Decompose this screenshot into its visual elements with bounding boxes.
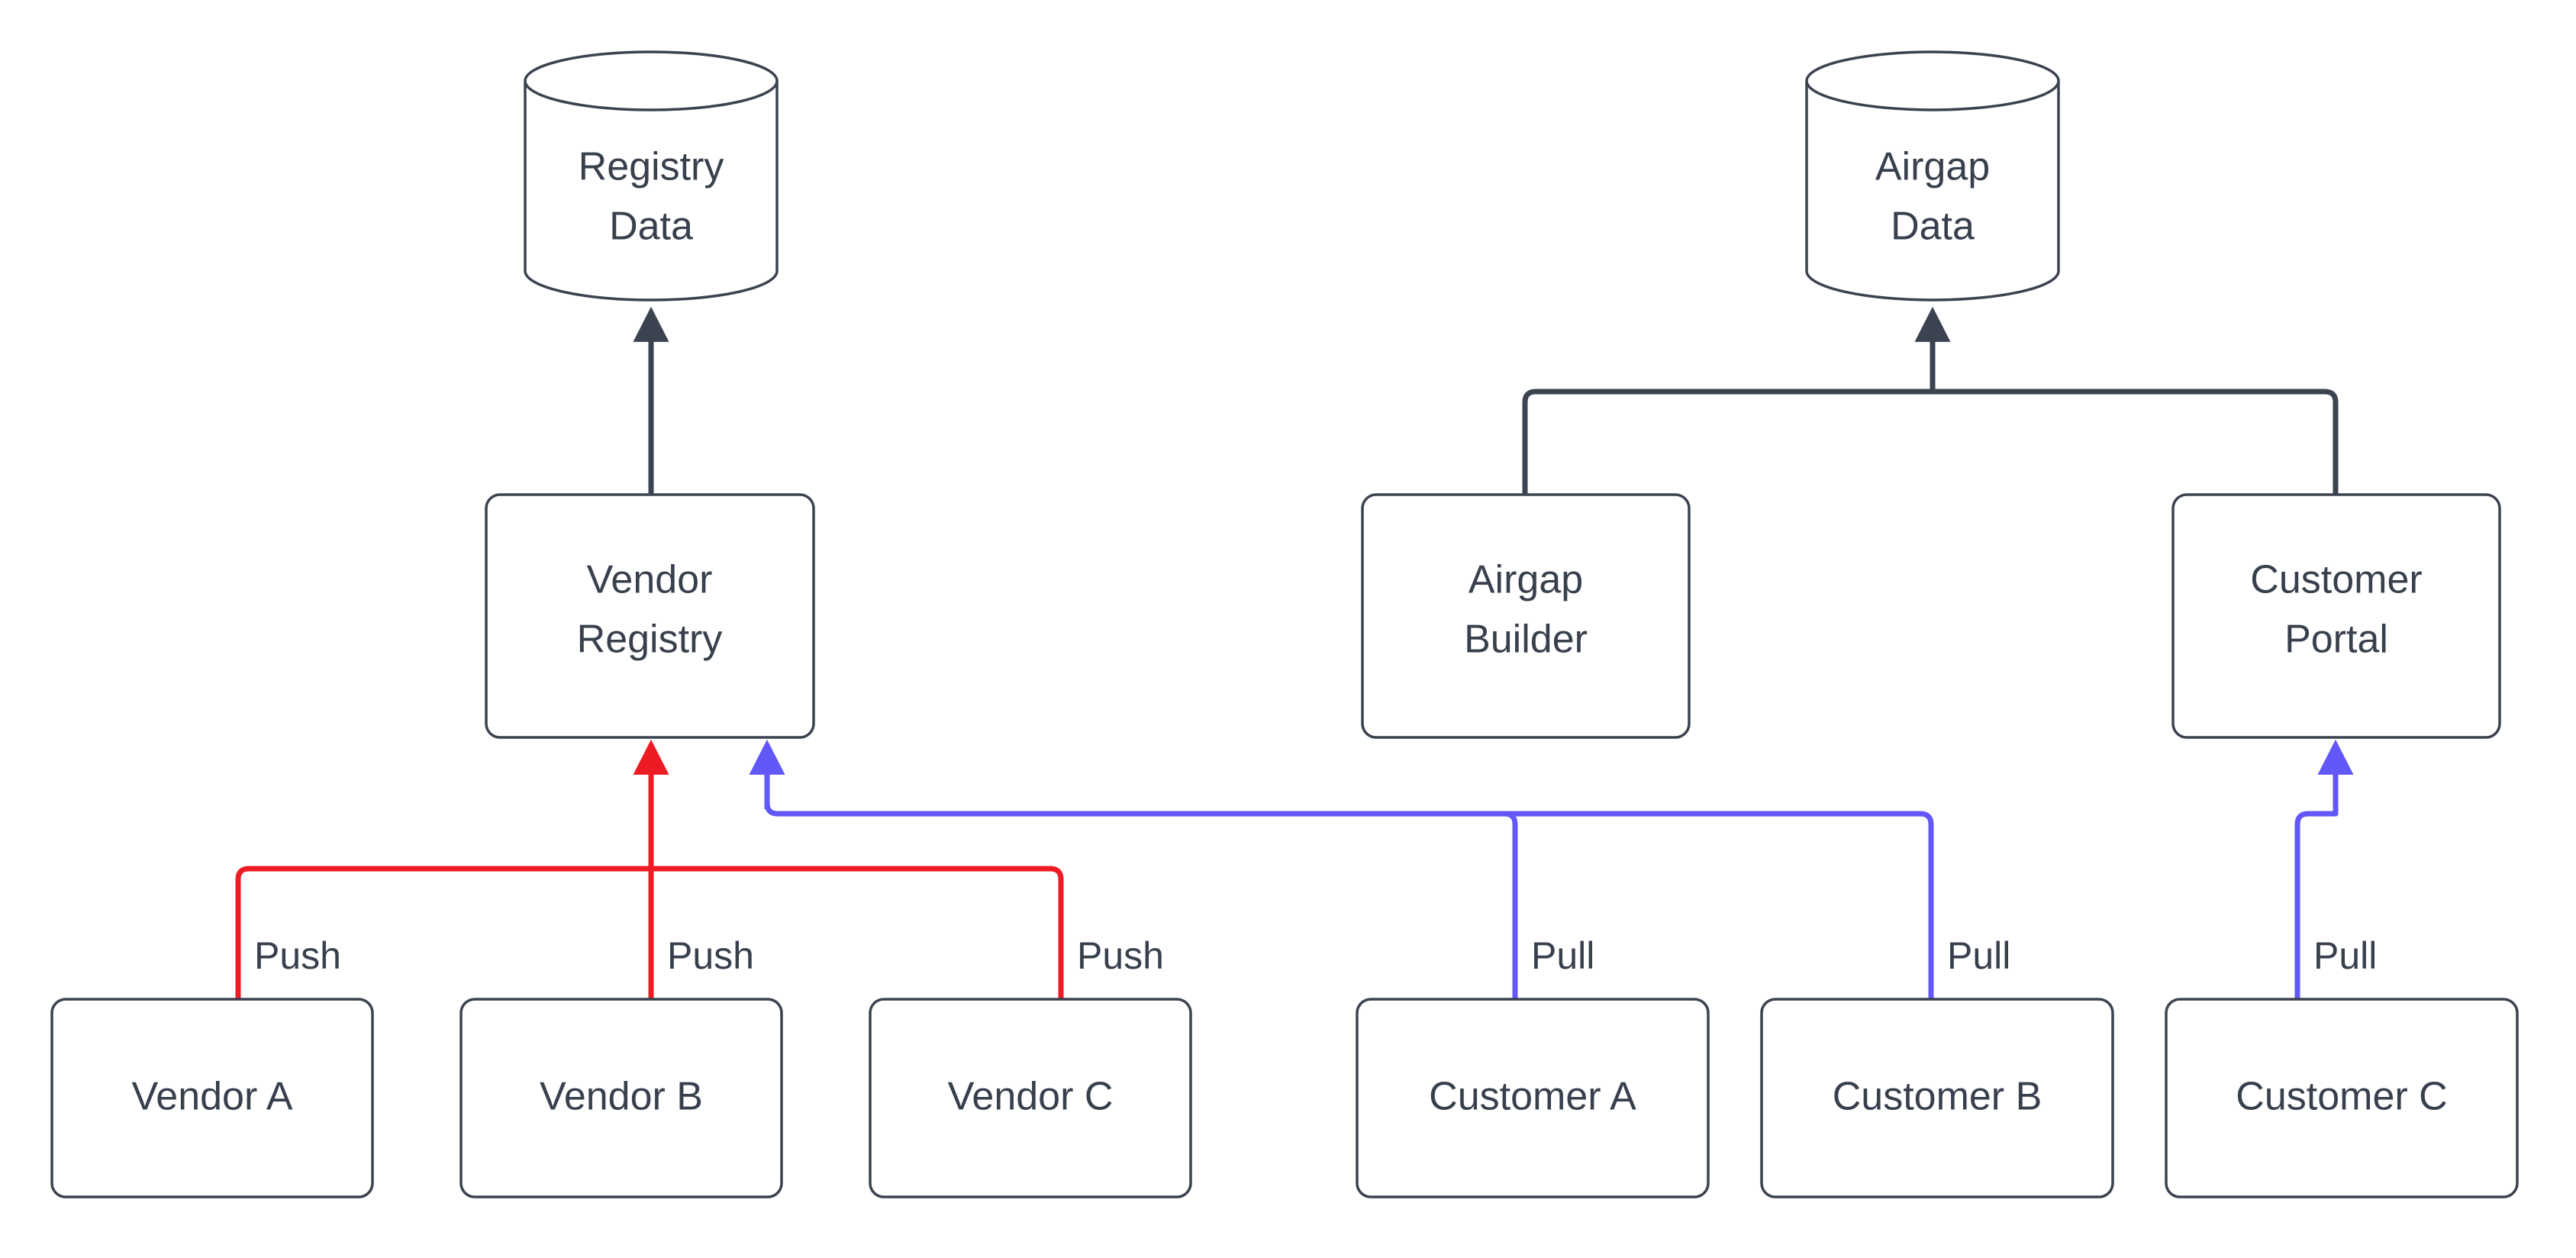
node-vendor-a[interactable]: Vendor A <box>50 998 374 1198</box>
node-customer-portal[interactable]: Customer Portal <box>2171 493 2501 739</box>
edge-label-push-2: Push <box>667 934 754 977</box>
node-vendor-registry[interactable]: Vendor Registry <box>485 493 815 739</box>
edge-label-pull-1: Pull <box>1531 934 1594 977</box>
edge-vendor-c-push <box>651 866 1064 999</box>
node-customer-b-label: Customer B <box>1833 1075 2042 1119</box>
edge-customer-b-pull <box>778 811 1934 999</box>
edge-customer-portal-to-airgap-data <box>1933 389 2339 495</box>
node-customer-portal-label-1: Customer <box>2250 558 2422 602</box>
node-vendor-registry-label-2: Registry <box>577 618 723 662</box>
node-vendor-c-label: Vendor C <box>948 1075 1114 1119</box>
node-customer-portal-label-2: Portal <box>2284 618 2388 662</box>
node-airgap-data-label-2: Data <box>1891 205 1975 249</box>
edge-label-pull-3: Pull <box>2313 934 2377 977</box>
node-vendor-a-label: Vendor A <box>131 1075 292 1119</box>
node-airgap-builder-label-1: Airgap <box>1469 558 1583 602</box>
node-vendor-c[interactable]: Vendor C <box>869 998 1192 1198</box>
node-registry-data[interactable]: Registry Data <box>524 50 779 302</box>
node-airgap-builder-label-2: Builder <box>1464 618 1588 662</box>
node-airgap-data[interactable]: Airgap Data <box>1805 50 2060 302</box>
edge-label-push-1: Push <box>254 934 341 977</box>
node-customer-b[interactable]: Customer B <box>1760 998 2114 1198</box>
node-airgap-builder[interactable]: Airgap Builder <box>1361 493 1691 739</box>
node-customer-c-label: Customer C <box>2236 1075 2447 1119</box>
node-vendor-b[interactable]: Vendor B <box>459 998 783 1198</box>
node-airgap-data-label-1: Airgap <box>1875 145 1990 189</box>
edge-airgap-builder-to-airgap-data <box>1522 389 1933 495</box>
node-registry-data-label-2: Data <box>609 205 693 249</box>
edge-label-pull-2: Pull <box>1947 934 2010 977</box>
node-registry-data-label-1: Registry <box>579 145 724 189</box>
node-vendor-registry-label-1: Vendor <box>587 558 713 602</box>
node-customer-a-label: Customer A <box>1429 1075 1636 1119</box>
edge-customer-c-pull <box>2294 739 2354 999</box>
edge-vendor-a-push <box>235 866 651 999</box>
node-vendor-b-label: Vendor B <box>540 1075 703 1119</box>
edge-label-push-3: Push <box>1077 934 1164 977</box>
node-customer-c[interactable]: Customer C <box>2165 998 2519 1198</box>
node-customer-a[interactable]: Customer A <box>1356 998 1710 1198</box>
